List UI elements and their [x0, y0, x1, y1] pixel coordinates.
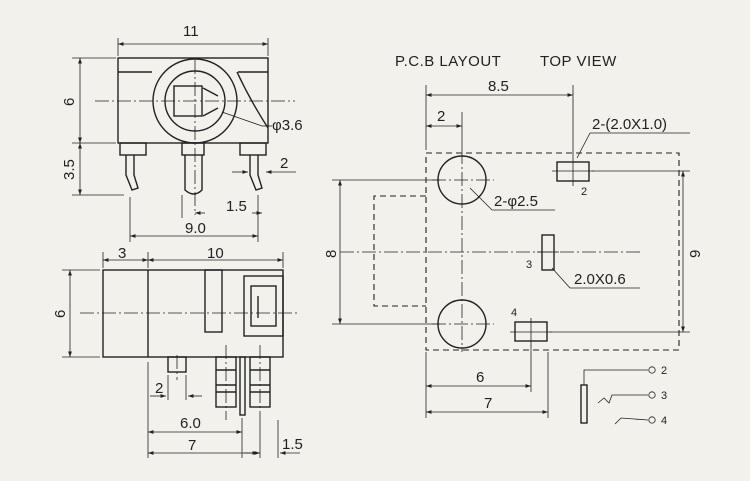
pcb-slots: 2 3 4 [340, 158, 640, 346]
schematic-pin-4: 4 [661, 415, 667, 427]
pcb-dimensions: 8.5 2 2-(2.0X1.0) 2-φ2.5 2.0X0.6 8 9 [323, 78, 704, 418]
dim-pin-width-label: 2 [280, 155, 288, 172]
side-view-dimensions: 3 10 6 2 6.0 7 1.5 [52, 245, 303, 458]
dim-height-label: 6 [61, 98, 78, 106]
pcb-outline [373, 152, 680, 351]
pcb-holes [432, 150, 494, 352]
side-view-body [80, 269, 298, 358]
dim-pin-offset-label: 1.5 [226, 198, 247, 215]
dim-front-label: 3 [118, 245, 126, 262]
front-view-dimensions: 11 6 3.5 φ3.6 2 1.5 9.0 [61, 23, 303, 242]
top-view-heading: TOP VIEW [540, 53, 617, 70]
dim-holes-label: 2-φ2.5 [494, 193, 538, 210]
dim-height-left-label: 8 [323, 250, 340, 258]
dim-pin-pos-3-label: 1.5 [282, 436, 303, 453]
pcb-layout: P.C.B LAYOUT TOP VIEW 2 3 4 [323, 53, 704, 418]
dim-pin-pos-2-label: 7 [188, 437, 196, 454]
dim-hole-dia-label: φ3.6 [272, 117, 303, 134]
schematic-pin-2: 2 [661, 365, 667, 377]
front-view-pins [119, 142, 267, 195]
dim-pad-offset-label: 2 [437, 108, 445, 125]
dim-pin-span-label: 9.0 [185, 220, 206, 237]
dim-top-label: 8.5 [488, 78, 509, 95]
schematic-pin-3: 3 [661, 390, 667, 402]
dim-pin-height-label: 3.5 [61, 159, 78, 180]
dim-slot-2-label: 2.0X0.6 [574, 271, 626, 288]
side-view-pins [167, 345, 271, 420]
dim-side-height-label: 6 [52, 310, 69, 318]
dim-body-label: 10 [207, 245, 224, 262]
side-view: 3 10 6 2 6.0 7 1.5 [52, 245, 303, 458]
pad-label-3: 3 [526, 259, 532, 271]
dim-width-label: 11 [183, 23, 199, 40]
dim-pin-pos-1-label: 6.0 [180, 415, 201, 432]
pad-label-4: 4 [511, 307, 517, 319]
dim-bottom-1-label: 6 [476, 369, 484, 386]
pcb-layout-heading: P.C.B LAYOUT [395, 53, 501, 70]
dim-side-pin-label: 2 [155, 380, 163, 397]
pad-label-2: 2 [581, 186, 587, 198]
dim-height-right-label: 9 [687, 250, 704, 258]
front-view-body [95, 57, 295, 215]
jack-schematic: 2 3 4 [580, 365, 667, 427]
dim-bottom-2-label: 7 [484, 395, 492, 412]
dim-slot-1-label: 2-(2.0X1.0) [592, 116, 667, 133]
front-view: 11 6 3.5 φ3.6 2 1.5 9.0 [61, 23, 303, 242]
